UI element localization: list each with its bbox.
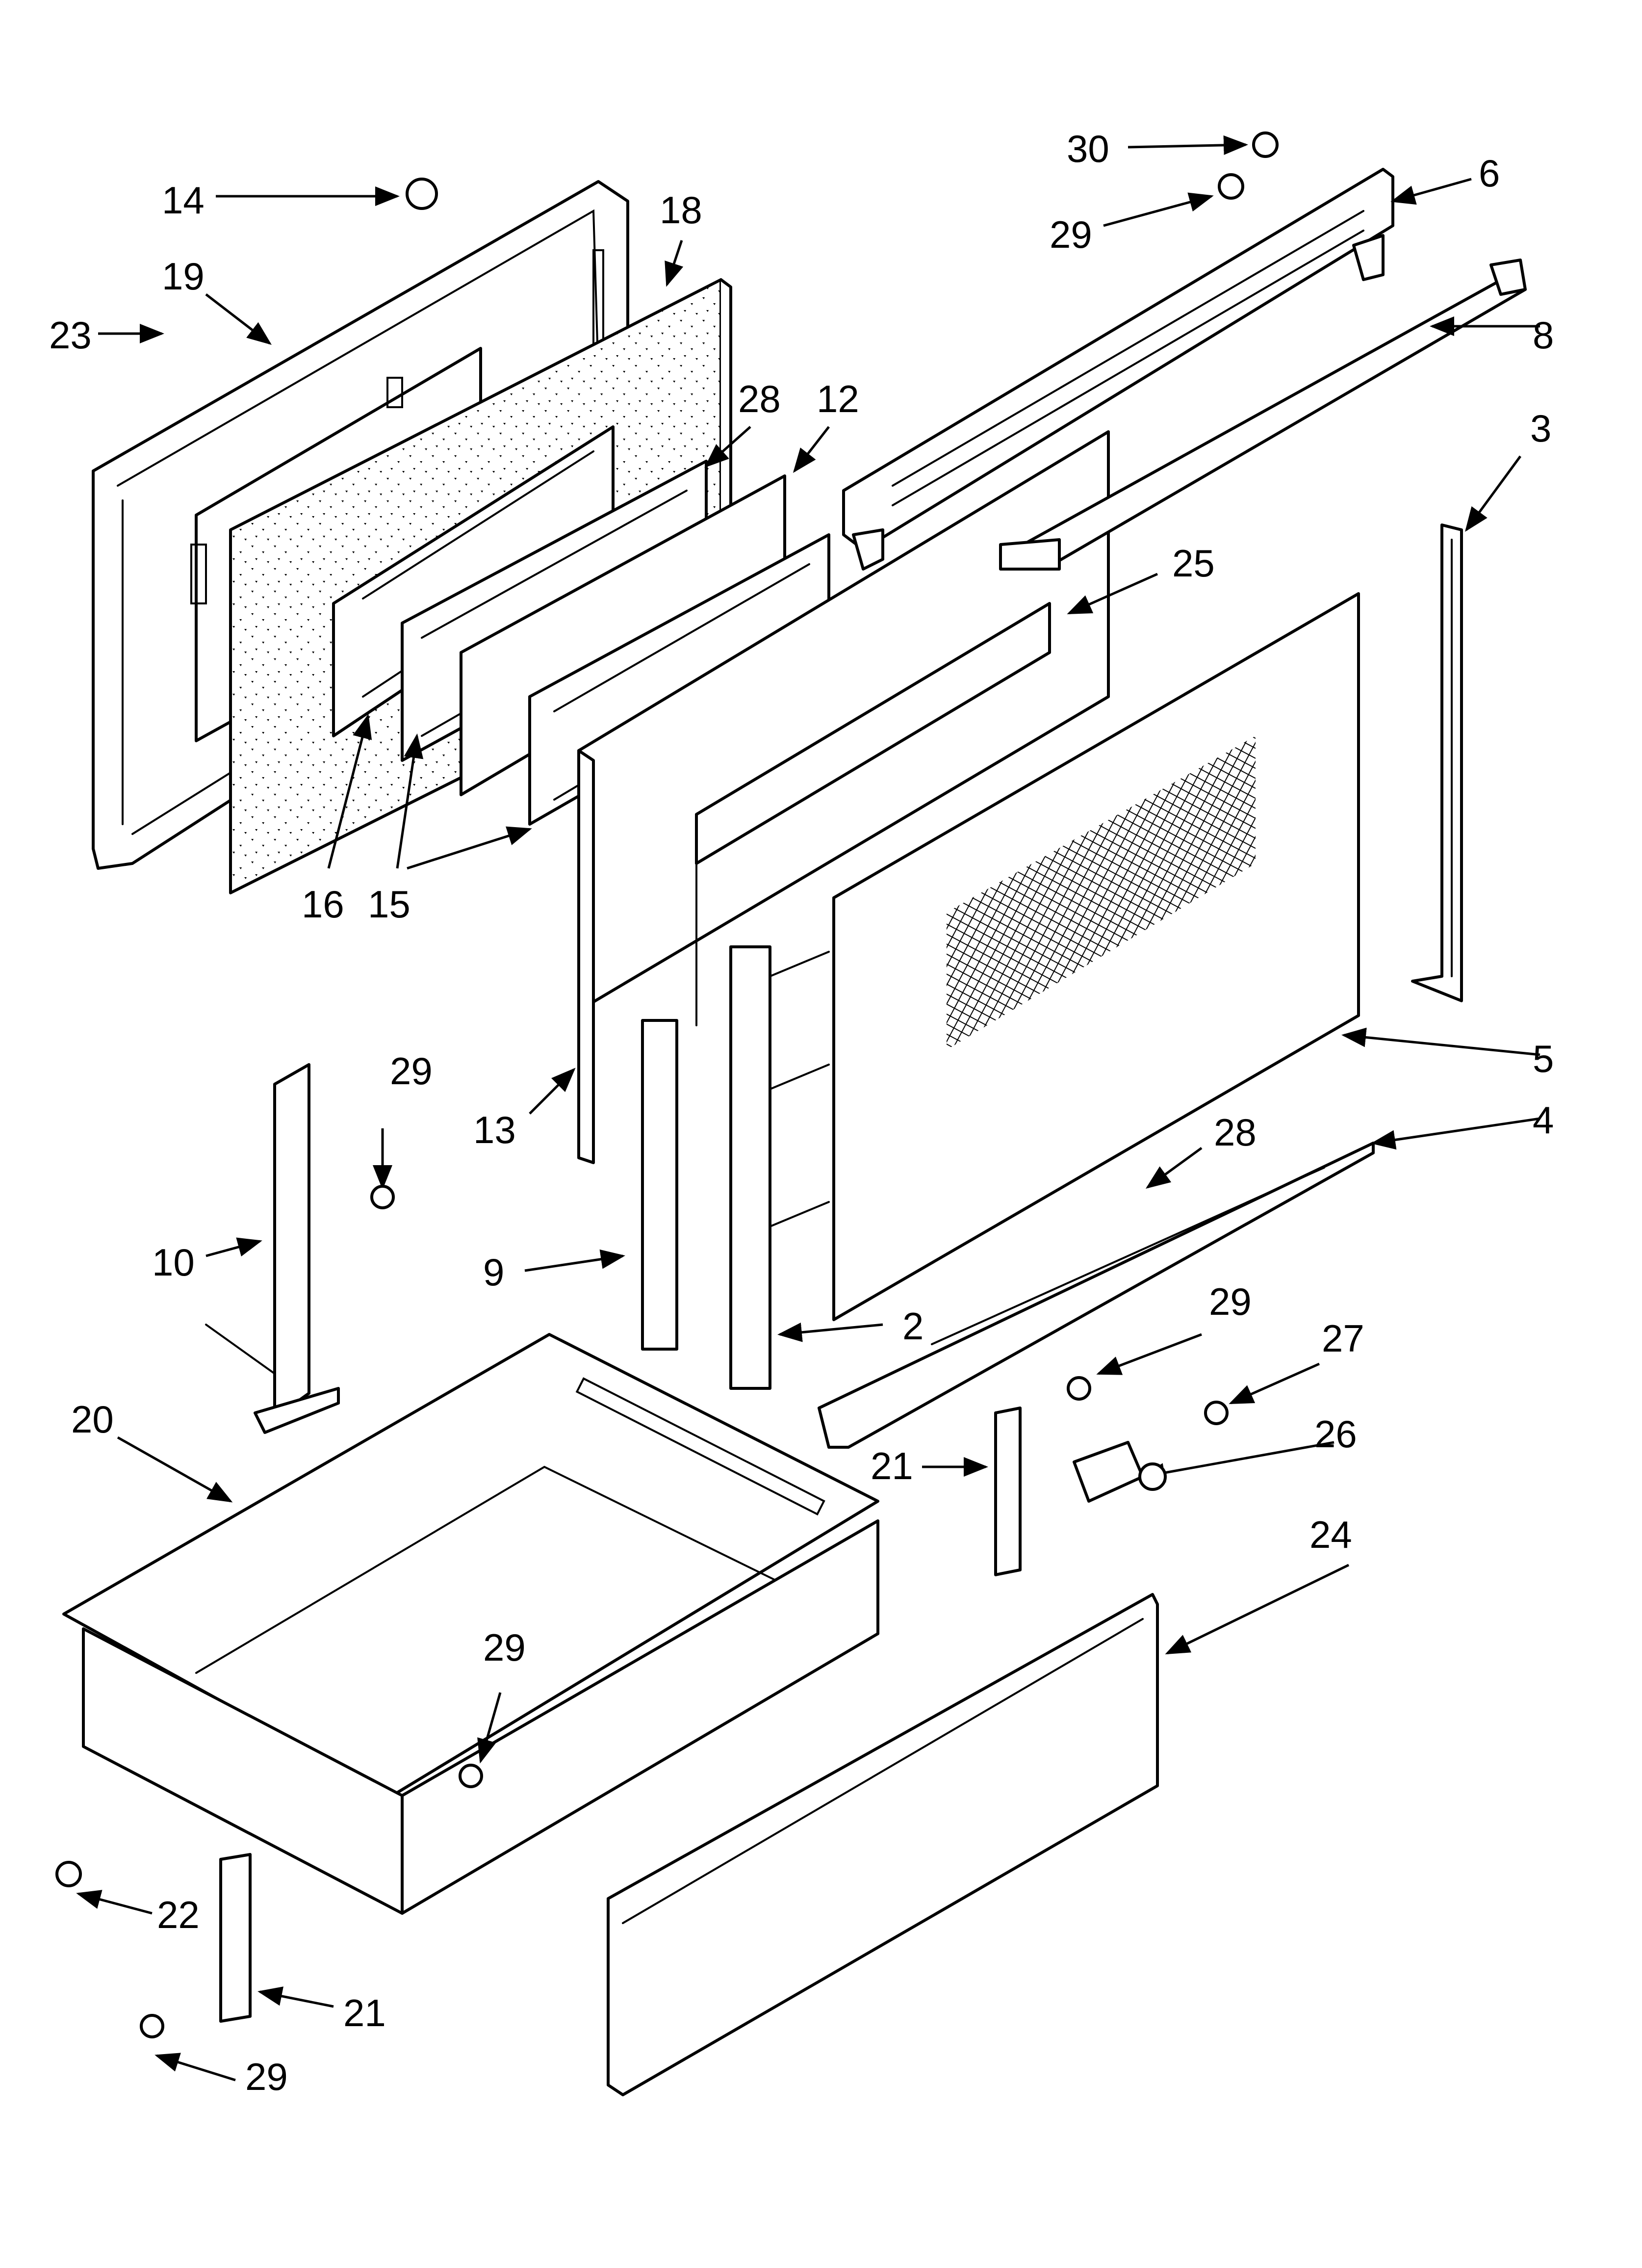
callout-label: 12 bbox=[817, 377, 859, 420]
side-trim-right bbox=[1411, 523, 1463, 1002]
callout-label: 4 bbox=[1533, 1098, 1554, 1142]
vertical-trim-strips bbox=[641, 945, 830, 1390]
callout-label: 29 bbox=[390, 1049, 433, 1093]
leader-lines bbox=[76, 135, 1540, 2082]
drawer-bracket-lower bbox=[219, 1853, 252, 2023]
callout-label: 9 bbox=[483, 1251, 504, 1294]
screw-icons bbox=[55, 131, 1279, 2038]
callout-label: 3 bbox=[1530, 407, 1551, 450]
door-handle bbox=[999, 259, 1527, 571]
callout-label: 29 bbox=[483, 1626, 526, 1669]
callout-label: 20 bbox=[71, 1398, 114, 1441]
callout-label: 30 bbox=[1067, 127, 1109, 170]
control-panel-bracket bbox=[842, 168, 1394, 571]
callout-label: 21 bbox=[871, 1444, 913, 1487]
inner-door-panel bbox=[577, 430, 1110, 1164]
callout-label: 5 bbox=[1533, 1037, 1554, 1080]
drawer-glide bbox=[994, 1407, 1144, 1576]
callout-label: 23 bbox=[49, 313, 92, 357]
callout-label: 15 bbox=[368, 883, 410, 926]
drawer-front-panel bbox=[607, 1593, 1159, 2096]
callout-label: 10 bbox=[152, 1241, 195, 1284]
callout-label: 2 bbox=[902, 1304, 924, 1348]
callout-label: 16 bbox=[302, 883, 344, 926]
callout-labels: 30 29 6 14 18 19 23 8 28 12 3 25 16 15 5… bbox=[49, 127, 1554, 2098]
callout-label: 24 bbox=[1309, 1513, 1352, 1556]
callout-label: 26 bbox=[1314, 1412, 1357, 1456]
front-panel bbox=[832, 592, 1360, 1321]
callout-label: 29 bbox=[1050, 213, 1092, 256]
callout-label: 6 bbox=[1479, 152, 1500, 195]
callout-label: 27 bbox=[1322, 1317, 1364, 1360]
callout-label: 21 bbox=[343, 1991, 386, 2034]
front-panel-bottom-bracket bbox=[818, 1142, 1375, 1449]
callout-label: 18 bbox=[660, 188, 702, 232]
callout-label: 29 bbox=[1209, 1280, 1252, 1323]
callout-label: 13 bbox=[473, 1108, 516, 1151]
side-bracket-left bbox=[205, 1063, 340, 1434]
callout-label: 28 bbox=[738, 377, 781, 420]
callout-label: 19 bbox=[162, 255, 205, 298]
callout-label: 29 bbox=[245, 2055, 288, 2098]
callout-label: 25 bbox=[1172, 542, 1215, 585]
callout-label: 8 bbox=[1533, 313, 1554, 357]
drawer-box bbox=[62, 1333, 879, 1915]
callout-label: 28 bbox=[1214, 1111, 1257, 1154]
callout-label: 22 bbox=[157, 1893, 200, 1936]
callout-label: 14 bbox=[162, 179, 205, 222]
